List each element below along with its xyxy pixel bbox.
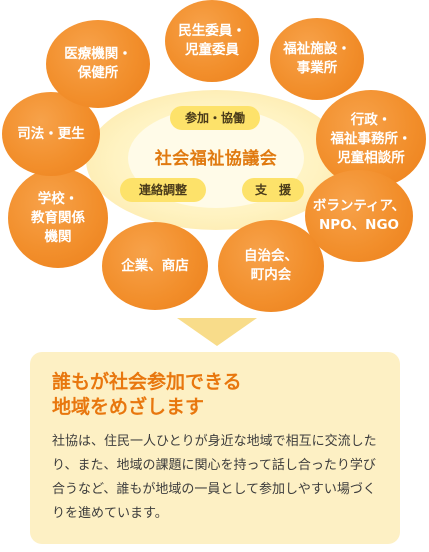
org-gakko: 学校・ 教育関係 機関 [8,168,108,268]
org-label: 自治会、 町内会 [244,248,298,283]
org-label: 行政・ 福祉事務所・ 児童相談所 [330,111,412,166]
org-iryo-hokenjo: 医療機関・ 保健所 [46,20,150,108]
support-label: 支 援 [242,178,304,202]
org-kigyo-shoten: 企業、商店 [102,222,208,310]
org-label: 福祉施設・ 事業所 [283,41,351,76]
org-label: 医療機関・ 保健所 [64,46,132,81]
participation-label: 参加・協働 [170,106,260,130]
down-arrow-icon [177,318,257,346]
org-label: 学校・ 教育関係 機関 [31,190,85,245]
coordination-label: 連絡調整 [120,178,206,202]
org-gyosei: 行政・ 福祉事務所・ 児童相談所 [316,90,426,188]
org-label: ボランティア、 NPO、NGO [312,198,406,233]
org-minsei-iin: 民生委員・ 児童委員 [165,0,259,82]
message-box: 誰もが社会参加できる 地域をめざします 社協は、住民一人ひとりが身近な地域で相互… [30,352,400,544]
message-title: 誰もが社会参加できる 地域をめざします [52,371,242,418]
org-jichikai: 自治会、 町内会 [218,220,324,312]
message-body: 社協は、住民一人ひとりが身近な地域で相互に交流したり、また、地域の課題に関心を持… [52,434,377,521]
org-fukushi-shisetsu: 福祉施設・ 事業所 [270,18,364,100]
org-label: 司法・更生 [17,125,85,142]
org-volunteer-npo: ボランティア、 NPO、NGO [305,170,413,262]
center-title: 社会福祉協議会 [154,149,278,169]
org-label: 企業、商店 [121,257,189,274]
org-label: 民生委員・ 児童委員 [178,23,246,58]
